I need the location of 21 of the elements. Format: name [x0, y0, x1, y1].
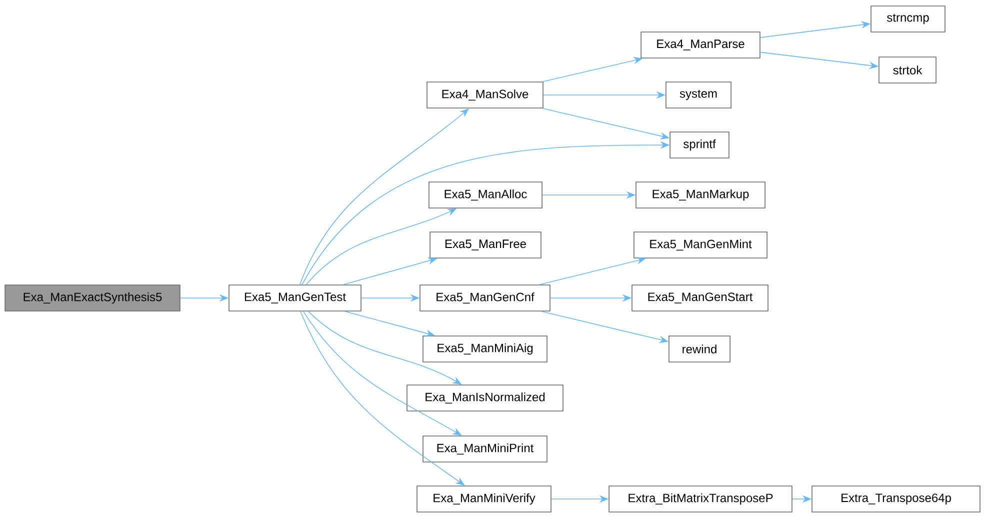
function-box: Exa_ManExactSynthesis5 [4, 284, 180, 312]
function-box: Exa5_ManMiniAig [422, 336, 548, 362]
function-box: system [666, 82, 732, 108]
function-box: rewind [668, 336, 730, 362]
function-box: sprintf [670, 132, 730, 158]
function-box: Exa5_ManGenTest [228, 284, 362, 312]
function-box: Exa5_ManMarkup [636, 182, 766, 208]
function-box: Exa5_ManAlloc [428, 182, 542, 208]
function-box: Extra_BitMatrixTransposeP [608, 486, 792, 512]
function-box: Extra_Transpose64p [812, 486, 980, 512]
function-box: Exa5_ManGenStart [632, 284, 768, 312]
function-box: Exa5_ManGenMint [634, 232, 768, 258]
function-box: Exa4_ManParse [640, 32, 760, 58]
function-box: Exa_ManIsNormalized [406, 384, 564, 412]
function-box: Exa5_ManGenCnf [420, 284, 550, 312]
function-box: Exa5_ManFree [430, 232, 542, 258]
function-box: strtok [878, 56, 936, 84]
function-box: Exa_ManMiniPrint [422, 436, 548, 462]
function-box: Exa_ManMiniVerify [416, 486, 552, 512]
function-box: Exa4_ManSolve [426, 82, 544, 108]
function-box: strncmp [870, 6, 946, 32]
